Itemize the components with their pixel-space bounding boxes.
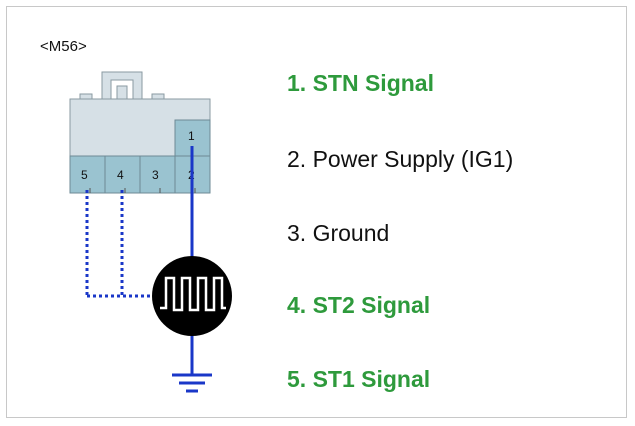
connector-label: <M56>: [40, 38, 87, 55]
pin-4-function: 4. ST2 Signal: [287, 292, 431, 318]
pin-1-function: 1. STN Signal: [287, 70, 434, 96]
dotted-wires: [85, 190, 156, 298]
pin-3-label: 3: [152, 168, 159, 182]
ground-symbol-icon: [172, 373, 212, 393]
pin-1-label: 1: [188, 129, 195, 143]
pin-2-function: 2. Power Supply (IG1): [287, 146, 514, 172]
pin-5-function: 5. ST1 Signal: [287, 366, 431, 392]
pin-5-label: 5: [81, 168, 88, 182]
pin-3-function: 3. Ground: [287, 220, 390, 246]
square-wave-signal-icon: [152, 256, 232, 336]
pin-4-label: 4: [117, 168, 124, 182]
